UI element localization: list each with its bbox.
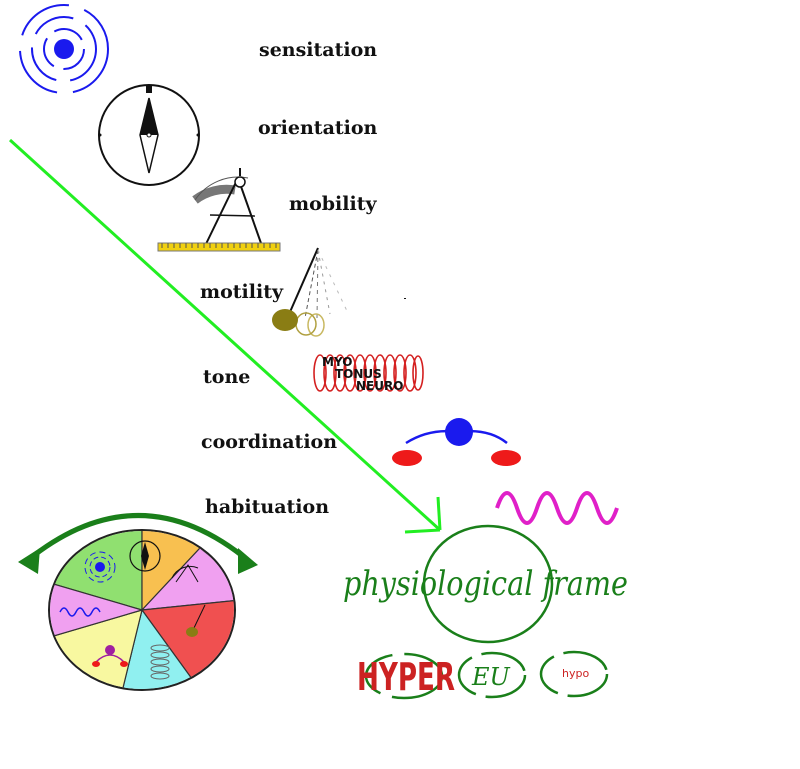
- concentric-circles-icon: [19, 4, 109, 94]
- label-sensitation: sensitation: [259, 39, 377, 61]
- spring-text-tonus: TONUS: [335, 367, 382, 381]
- physiological-frame: physiological frame HYPER EU hypo: [343, 524, 628, 700]
- spring-icon: MYO TONUS NEURO: [313, 354, 424, 393]
- frame-hyper: HYPER: [357, 655, 455, 699]
- spring-text-myo: MYO: [322, 355, 352, 369]
- compass-icon: [98, 84, 200, 186]
- wave-icon: [495, 491, 619, 525]
- label-tone: tone: [203, 366, 250, 388]
- label-habituation: habituation: [205, 496, 329, 518]
- label-mobility: mobility: [289, 193, 377, 215]
- diagonal-arrow: [8, 138, 442, 534]
- puzzle-wheel-icon: [18, 513, 258, 691]
- label-coordination: coordination: [201, 431, 337, 453]
- protractor-icon: [157, 168, 281, 252]
- label-orientation: orientation: [258, 117, 378, 139]
- label-motility: motility: [200, 281, 284, 303]
- frame-eu: EU: [471, 663, 511, 691]
- pendulum-icon: [272, 247, 406, 337]
- spring-text-neuro: NEURO: [356, 379, 403, 393]
- frame-title: physiological frame: [343, 564, 628, 604]
- frame-hypo: hypo: [562, 667, 589, 680]
- balance-icon: [392, 418, 521, 466]
